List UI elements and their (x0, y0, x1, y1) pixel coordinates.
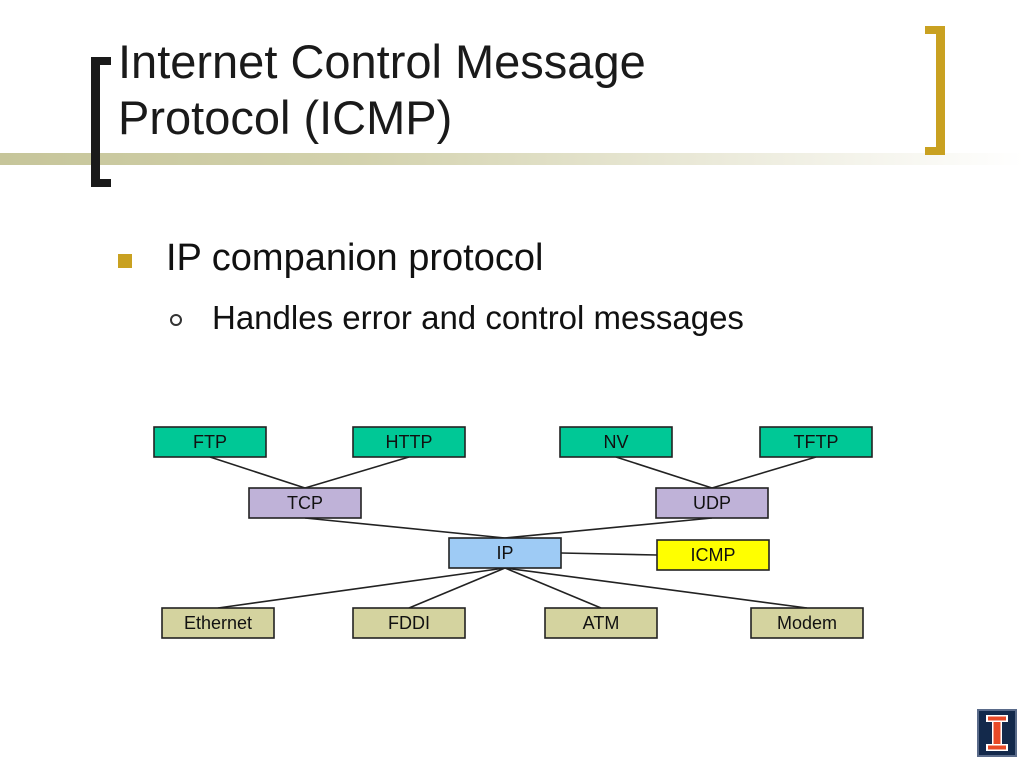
edge-nv-udp (615, 456, 713, 489)
node-ethernet: Ethernet (161, 607, 275, 639)
node-fddi: FDDI (352, 607, 466, 639)
ring-bullet-icon (170, 314, 182, 326)
bullet-level-1: IP companion protocol (118, 233, 543, 283)
node-http-box (352, 426, 466, 458)
edge-ip-atm (504, 567, 602, 609)
edge-tcp-ip (304, 517, 506, 539)
node-tftp: TFTP (759, 426, 873, 458)
node-fddi-box (352, 607, 466, 639)
title-underline-rule (0, 153, 1024, 165)
bullet-level-2: Handles error and control messages (170, 296, 744, 340)
node-atm-box (544, 607, 658, 639)
node-fddi-label: FDDI (388, 613, 430, 633)
right-bracket-decoration (925, 26, 945, 155)
node-atm: ATM (544, 607, 658, 639)
node-icmp-box (656, 539, 770, 571)
bullet-level-2-text: Handles error and control messages (212, 299, 744, 336)
node-ip-box (448, 537, 562, 569)
diagram-nodes: FTP HTTP NV TFTP TCP UDP IP ICMP Ethernet FDDI ATM… (153, 426, 873, 639)
edge-ftp-tcp (209, 456, 306, 489)
node-ftp-box (153, 426, 267, 458)
node-tftp-label: TFTP (794, 432, 839, 452)
slide-title-line-1: Internet Control Message (118, 35, 646, 88)
node-ftp-label: FTP (193, 432, 227, 452)
node-udp: UDP (655, 487, 769, 519)
node-ip: IP (448, 537, 562, 569)
node-ip-label: IP (496, 543, 513, 563)
node-tftp-box (759, 426, 873, 458)
edge-ip-ethernet (217, 567, 506, 609)
node-ethernet-box (161, 607, 275, 639)
node-nv-label: NV (603, 432, 628, 452)
node-tcp-label: TCP (287, 493, 323, 513)
node-atm-label: ATM (583, 613, 620, 633)
edge-ip-modem (504, 567, 808, 609)
node-ethernet-label: Ethernet (184, 613, 252, 633)
node-nv: NV (559, 426, 673, 458)
node-http-label: HTTP (386, 432, 433, 452)
edge-ip-icmp (560, 552, 658, 556)
edge-ip-fddi (408, 567, 506, 609)
university-block-i-icon (977, 709, 1017, 757)
node-modem-label: Modem (777, 613, 837, 633)
node-http: HTTP (352, 426, 466, 458)
node-modem-box (750, 607, 864, 639)
node-udp-box (655, 487, 769, 519)
square-bullet-icon (118, 254, 132, 268)
node-tcp-box (248, 487, 362, 519)
diagram-edges (209, 456, 817, 609)
node-icmp: ICMP (656, 539, 770, 571)
edge-tftp-udp (711, 456, 817, 489)
node-nv-box (559, 426, 673, 458)
node-modem: Modem (750, 607, 864, 639)
left-bracket-decoration (91, 57, 111, 187)
edge-udp-ip (504, 517, 713, 539)
edge-http-tcp (304, 456, 410, 489)
node-tcp: TCP (248, 487, 362, 519)
slide-title: Internet Control Message Protocol (ICMP) (118, 34, 898, 146)
node-ftp: FTP (153, 426, 267, 458)
bullet-level-1-text: IP companion protocol (166, 236, 544, 279)
node-icmp-label: ICMP (691, 545, 736, 565)
node-udp-label: UDP (693, 493, 731, 513)
slide-title-line-2: Protocol (ICMP) (118, 91, 453, 144)
